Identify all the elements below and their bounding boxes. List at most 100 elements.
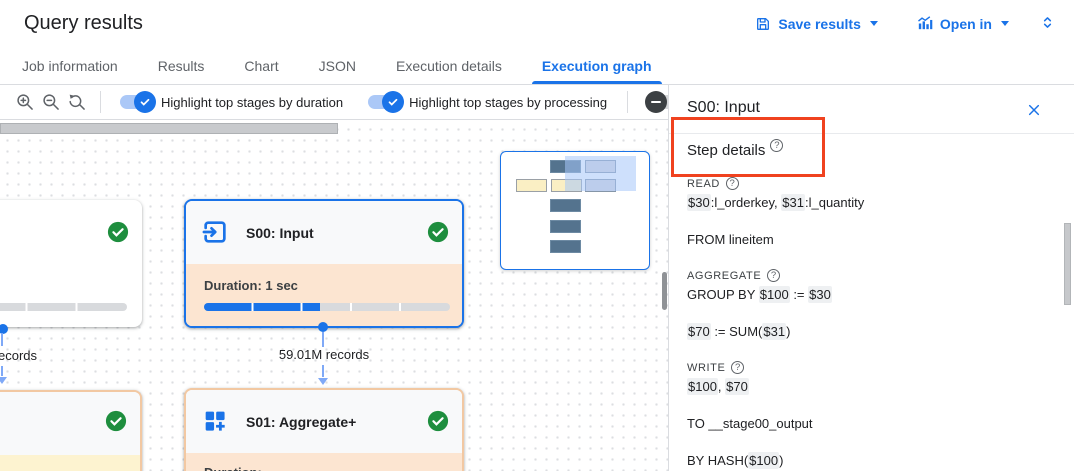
minimap-stage-yellow xyxy=(516,179,547,192)
tab-label: Job information xyxy=(22,57,118,74)
edge-dot xyxy=(318,322,328,332)
toggle-thumb xyxy=(645,91,668,113)
tab-execution-graph[interactable]: Execution graph xyxy=(522,47,672,84)
spacer xyxy=(687,432,1050,453)
stage-title: S00: Input xyxy=(246,224,314,241)
minimap[interactable] xyxy=(500,151,650,270)
tab-label: Execution details xyxy=(395,57,502,74)
tab-execution-details[interactable]: Execution details xyxy=(376,47,522,84)
toggle-thumb xyxy=(382,91,405,113)
success-icon xyxy=(107,221,129,243)
execution-graph-canvas[interactable]: ecords S00: Input Duration: 1 sec xyxy=(0,120,668,471)
edge-records-label: ecords xyxy=(0,348,38,363)
spacer xyxy=(687,211,1050,232)
success-icon xyxy=(105,410,127,432)
duration-label: Duration: 1 sec xyxy=(204,278,298,293)
edge-line xyxy=(322,332,324,347)
toggle-thumb xyxy=(134,91,156,113)
minimap-stage-dark xyxy=(550,240,581,253)
minimap-stage-dark xyxy=(550,220,581,233)
panel-title: S00: Input xyxy=(687,99,760,116)
edge-arrow-icon xyxy=(0,377,7,384)
results-header: Query results Save results Open in xyxy=(0,0,1074,48)
step-detail-line: BY HASH($100) xyxy=(687,452,784,469)
graph-toolbar: Highlight top stages by duration Highlig… xyxy=(0,85,668,120)
tab-label: JSON xyxy=(318,57,356,74)
step-detail-line: FROM lineitem xyxy=(687,232,774,247)
step-section-label: WRITE? xyxy=(687,361,1050,374)
minimap-viewport[interactable] xyxy=(565,156,636,191)
open-in-button[interactable]: Open in xyxy=(904,9,1021,38)
tab-json[interactable]: JSON xyxy=(299,47,376,84)
step-detail-line: $30:l_orderkey, $31:l_quantity xyxy=(687,194,865,211)
tab-results[interactable]: Results xyxy=(138,47,225,84)
vertical-scrollbar-thumb[interactable] xyxy=(662,272,667,310)
spacer xyxy=(687,395,1050,416)
stage-node-s01[interactable]: S01: Aggregate+ Duration: xyxy=(184,388,464,471)
edge-arrow-icon xyxy=(318,378,328,385)
edge-line xyxy=(322,365,324,377)
toolbar-divider xyxy=(100,91,101,113)
close-icon[interactable] xyxy=(1024,100,1044,123)
step-detail-line: $100, $70 xyxy=(687,378,749,395)
horizontal-scrollbar-thumb[interactable] xyxy=(0,123,338,134)
step-section-label: READ? xyxy=(687,177,1050,190)
save-results-button[interactable]: Save results xyxy=(743,10,890,38)
toggle-duration-label: Highlight top stages by duration xyxy=(161,94,344,110)
help-icon[interactable]: ? xyxy=(770,139,784,152)
duration-bar xyxy=(204,303,450,311)
divider xyxy=(669,133,1074,134)
zoom-in-button[interactable] xyxy=(12,89,38,116)
toggle-processing-label: Highlight top stages by processing xyxy=(409,94,608,110)
toolbar-divider xyxy=(627,91,629,113)
tab-label: Results xyxy=(157,57,205,74)
success-icon xyxy=(427,221,449,243)
step-detail-line: $70 := SUM($31) xyxy=(687,323,791,340)
spacer xyxy=(687,340,1050,361)
tab-label: Execution graph xyxy=(541,57,652,74)
edge-dot xyxy=(0,324,8,334)
open-in-label: Open in xyxy=(939,15,992,32)
spacer xyxy=(687,248,1050,269)
page-title: Query results xyxy=(24,12,143,34)
success-icon xyxy=(427,410,449,432)
tab-label: Chart xyxy=(244,57,279,74)
chevron-down-icon xyxy=(1001,21,1009,26)
toggle-third[interactable] xyxy=(645,90,668,114)
tab-chart[interactable]: Chart xyxy=(224,47,298,84)
header-actions: Save results Open in xyxy=(743,9,1060,38)
step-detail-line: GROUP BY $100 := $30 xyxy=(687,286,832,303)
step-section-label: AGGREGATE? xyxy=(687,269,1050,282)
panel-scrollbar-thumb[interactable] xyxy=(1064,223,1071,305)
tab-job-information[interactable]: Job information xyxy=(2,47,138,84)
chevron-down-icon xyxy=(869,21,878,26)
minimap-stage-dark xyxy=(550,199,581,212)
collapse-expand-icon[interactable] xyxy=(1035,10,1060,38)
step-detail-line: TO __stage00_output xyxy=(687,416,813,431)
aggregate-stage-icon xyxy=(201,407,229,435)
save-icon xyxy=(755,16,771,32)
help-icon[interactable]: ? xyxy=(731,361,745,374)
edge-line xyxy=(1,333,3,346)
save-results-label: Save results xyxy=(778,15,861,32)
stage-node-s00[interactable]: S00: Input Duration: 1 sec xyxy=(184,199,464,328)
stage-node-left[interactable] xyxy=(0,200,142,327)
stage-node-left-bottom[interactable] xyxy=(0,390,142,471)
duration-bar xyxy=(0,303,127,311)
input-stage-icon xyxy=(201,218,229,246)
help-icon[interactable]: ? xyxy=(767,269,781,282)
zoom-reset-button[interactable] xyxy=(64,89,90,116)
duration-label: Duration: xyxy=(204,465,262,471)
results-tabbar: Job information Results Chart JSON Execu… xyxy=(0,47,1074,85)
toggle-highlight-duration[interactable] xyxy=(117,90,156,114)
step-details-panel: S00: Input Step details? READ?$30:l_orde… xyxy=(668,85,1074,471)
stage-title: S01: Aggregate+ xyxy=(246,413,357,430)
edge-records-label: 59.01M records xyxy=(278,347,370,362)
toggle-highlight-processing[interactable] xyxy=(365,90,405,114)
spacer xyxy=(687,303,1050,324)
zoom-out-button[interactable] xyxy=(38,89,64,116)
help-icon[interactable]: ? xyxy=(725,177,739,190)
edge-line xyxy=(1,366,3,376)
